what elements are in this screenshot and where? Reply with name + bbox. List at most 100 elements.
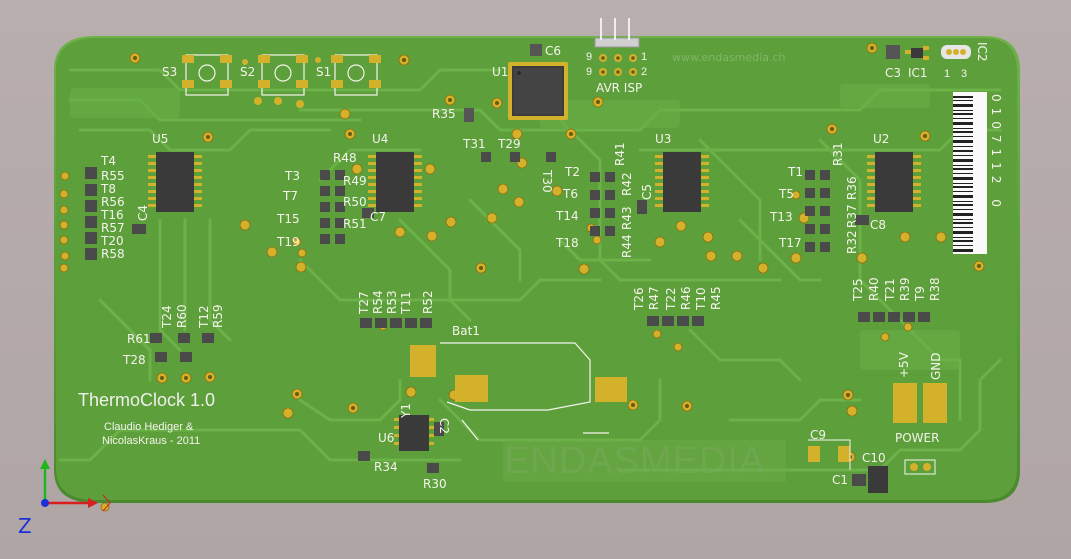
- credits-line-1: Claudio Hediger &: [104, 421, 194, 433]
- label-s3: S3: [162, 65, 178, 79]
- label-t7: T7: [283, 189, 298, 203]
- board-title: ThermoClock 1.0: [78, 390, 216, 410]
- label-t12: T12: [197, 305, 211, 328]
- isp-pin-9-top: 9: [586, 51, 593, 63]
- endasmedia-watermark: ENDASMEDIA: [504, 440, 766, 482]
- ic1-regulator: [905, 46, 929, 60]
- label-t4: T4: [101, 154, 116, 168]
- label-t30: T30: [540, 170, 554, 193]
- label-t1: T1: [788, 165, 803, 179]
- label-c8: C8: [870, 218, 887, 232]
- label-ic1: IC1: [908, 66, 928, 80]
- z-axis-dot: [41, 499, 49, 507]
- label-u2: U2: [873, 132, 890, 146]
- label-t19: T19: [277, 235, 300, 249]
- label-r54: R54: [371, 290, 385, 314]
- label-r60: R60: [175, 304, 189, 328]
- battery-holder: [410, 342, 627, 441]
- label-t21: T21: [883, 278, 897, 301]
- isp-pin-9-bottom: 9: [586, 66, 593, 78]
- ic-u2: [867, 152, 921, 212]
- label-t5: T5: [779, 187, 794, 201]
- label-t13: T13: [770, 210, 793, 224]
- label-c6: C6: [545, 44, 562, 58]
- axis-triad: [40, 459, 111, 512]
- label-t26: T26: [632, 287, 646, 310]
- x-axis-tick: [102, 494, 111, 512]
- label-r48: R48: [333, 151, 357, 165]
- label-u5: U5: [152, 132, 169, 146]
- label-ic2: IC2: [975, 42, 989, 62]
- label-t16: T16: [101, 208, 124, 222]
- label-t14: T14: [556, 209, 579, 223]
- label-r32: R32: [845, 230, 859, 254]
- label-r44: R44: [620, 234, 634, 258]
- switch-s3: [182, 54, 232, 96]
- label-r41: R41: [613, 142, 627, 166]
- label-plus5v: +5V: [897, 352, 911, 378]
- label-r56: R56: [101, 195, 125, 209]
- power-section: [808, 383, 947, 493]
- switch-s1: [331, 54, 381, 96]
- label-u3: U3: [655, 132, 672, 146]
- label-avr-isp: AVR ISP: [596, 81, 643, 95]
- label-t2: T2: [565, 165, 580, 179]
- via-holes: [133, 46, 981, 459]
- label-r45: R45: [709, 286, 723, 310]
- label-t10: T10: [694, 287, 708, 310]
- label-u6: U6: [378, 431, 395, 445]
- label-t25: T25: [851, 278, 865, 301]
- label-r57: R57: [101, 221, 125, 235]
- label-r43: R43: [620, 206, 634, 230]
- label-c3: C3: [885, 66, 902, 80]
- label-r35: R35: [432, 107, 456, 121]
- isp-pin-1: 1: [641, 51, 648, 63]
- barcode-bars: [953, 96, 973, 252]
- ic-u5: [148, 152, 202, 212]
- label-r39: R39: [898, 277, 912, 301]
- label-r36: R36: [845, 176, 859, 200]
- website-watermark: www.endasmedia.ch: [672, 51, 786, 64]
- y-axis-arrow: [40, 459, 50, 469]
- label-t27: T27: [357, 291, 371, 314]
- label-s1: S1: [316, 65, 332, 79]
- label-t15: T15: [277, 212, 300, 226]
- label-t29: T29: [498, 137, 521, 151]
- label-bat1: Bat1: [452, 324, 480, 338]
- copper-pours: [70, 84, 960, 370]
- label-t9: T9: [913, 286, 927, 301]
- watermark-box: [503, 440, 786, 482]
- label-c9: C9: [810, 428, 827, 442]
- label-r34: R34: [374, 460, 398, 474]
- smd-group-u2: [805, 170, 869, 252]
- label-r51: R51: [343, 217, 367, 231]
- label-c7: C7: [370, 210, 387, 224]
- label-t8: T8: [101, 182, 116, 196]
- credits-line-2: NicolasKraus - 2011: [102, 435, 201, 447]
- barcode-digits: 0107112 0: [989, 94, 1003, 213]
- label-r52: R52: [421, 290, 435, 314]
- label-r59: R59: [211, 304, 225, 328]
- label-t28: T28: [123, 353, 146, 367]
- label-t3: T3: [285, 169, 300, 183]
- rtc-u6: [358, 415, 444, 473]
- label-c1: C1: [832, 473, 849, 487]
- label-r46: R46: [679, 286, 693, 310]
- switch-s2: [258, 54, 308, 96]
- switches: [182, 54, 381, 118]
- label-r40: R40: [867, 277, 881, 301]
- label-t18: T18: [556, 236, 579, 250]
- label-r42: R42: [620, 172, 634, 196]
- label-c10: C10: [862, 451, 886, 465]
- label-u4: U4: [372, 132, 389, 146]
- smd-group-u3: [481, 152, 647, 236]
- r35-resistor: [464, 108, 474, 122]
- x-axis-arrow: [88, 498, 98, 508]
- label-t6: T6: [563, 187, 578, 201]
- label-t20: T20: [101, 234, 124, 248]
- label-r37: R37: [845, 204, 859, 228]
- c6-capacitor: [530, 44, 542, 56]
- label-t31: T31: [463, 137, 486, 151]
